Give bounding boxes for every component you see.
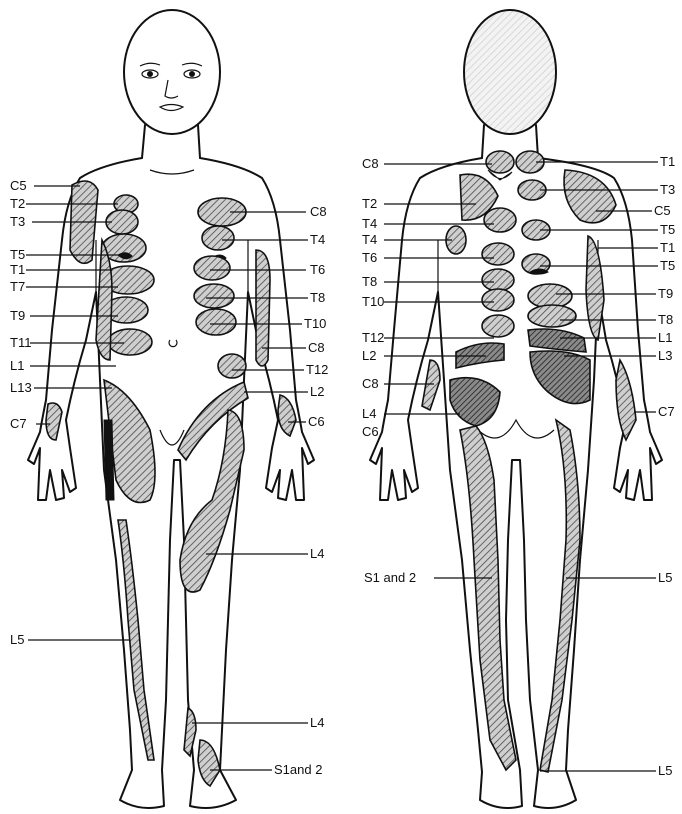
label-l5b: L5 [658, 763, 672, 778]
label-t3: T3 [10, 214, 25, 229]
zone-s1and2 [460, 426, 516, 770]
label-s1and2: S1 and 2 [364, 570, 416, 585]
label-t11: T11 [10, 335, 31, 350]
label-l4: L4 [310, 546, 324, 561]
zone-l4b [184, 708, 196, 756]
label-s1and2: S1and 2 [274, 762, 322, 777]
zone-c5 [564, 170, 616, 223]
label-t7: T7 [10, 279, 25, 294]
zone-t8 [482, 269, 514, 291]
label-l4b: L4 [310, 715, 324, 730]
label-l4: L4 [362, 406, 376, 421]
label-t4: T4 [362, 216, 377, 231]
zone-t6 [194, 256, 230, 280]
label-t8: T8 [310, 290, 325, 305]
label-t10: T10 [362, 294, 384, 309]
label-t4b: T4 [362, 232, 377, 247]
front-labels-left: C5 T2 T3 T5 T1 T7 T9 T11 L1 L13 C7 L5 [10, 178, 32, 647]
label-t6: T6 [310, 262, 325, 277]
label-t2: T2 [362, 196, 377, 211]
front-labels-right: C8 T4 T6 T8 T10 C8 T12 L2 C6 L4 L4 S1and… [274, 204, 328, 777]
zone-c8b [422, 360, 440, 410]
label-t5b: T5 [660, 258, 675, 273]
zone-t8 [194, 284, 234, 308]
label-t5: T5 [660, 222, 675, 237]
zone-c7 [46, 403, 62, 440]
label-t12: T12 [362, 330, 384, 345]
front-head [124, 10, 220, 134]
label-t12: T12 [306, 362, 328, 377]
label-t4: T4 [310, 232, 325, 247]
label-t3: T3 [660, 182, 675, 197]
label-c5: C5 [654, 203, 671, 218]
zone-t11 [108, 329, 152, 355]
back-body-outline [370, 158, 662, 808]
zone-t4 [202, 226, 234, 250]
label-l1: L1 [658, 330, 672, 345]
zone-t10 [482, 289, 514, 311]
zone-l1 [528, 329, 586, 352]
label-c7: C7 [658, 404, 675, 419]
label-t1: T1 [10, 262, 25, 277]
label-l5: L5 [658, 570, 672, 585]
zone-l5 [540, 420, 580, 772]
front-face [140, 63, 202, 110]
label-t9: T9 [658, 286, 673, 301]
zone-l4 [450, 378, 500, 426]
back-figure [370, 10, 662, 808]
label-l13: L13 [10, 380, 32, 395]
zone-t10 [196, 309, 236, 335]
label-t8: T8 [658, 312, 673, 327]
label-t1: T1 [660, 154, 675, 169]
label-c8b: C8 [308, 340, 325, 355]
zone-t12 [218, 354, 246, 378]
label-t5: T5 [10, 247, 25, 262]
label-c8: C8 [310, 204, 327, 219]
label-t6: T6 [362, 250, 377, 265]
label-t9: T9 [10, 308, 25, 323]
back-labels-left: C8 T2 T4 T4 T6 T8 T10 T12 L2 C8 L4 C6 S1… [362, 156, 416, 585]
label-t2: T2 [10, 196, 25, 211]
front-shaded-zones [46, 181, 296, 786]
label-t1b: T1 [660, 240, 675, 255]
zone-t1b [586, 236, 604, 340]
label-c6: C6 [308, 414, 325, 429]
label-c5: C5 [10, 178, 27, 193]
label-t8: T8 [362, 274, 377, 289]
zone-s1and2 [198, 740, 220, 786]
zone-c7 [616, 360, 636, 440]
label-t10: T10 [304, 316, 326, 331]
label-l3: L3 [658, 348, 672, 363]
zone-l3 [530, 351, 590, 404]
back-head [464, 10, 556, 134]
label-l2: L2 [362, 348, 376, 363]
zone-t8b [528, 305, 576, 327]
front-figure [28, 10, 314, 808]
label-c6: C6 [362, 424, 379, 439]
zone-t12 [482, 315, 514, 337]
zone-t6 [482, 243, 514, 265]
label-c8: C8 [362, 156, 379, 171]
zone-t4 [484, 208, 516, 232]
label-l2: L2 [310, 384, 324, 399]
zone-c8 [486, 151, 514, 173]
zone-c6 [278, 395, 296, 436]
label-c7: C7 [10, 416, 27, 431]
label-l5: L5 [10, 632, 24, 647]
label-l1: L1 [10, 358, 24, 373]
label-c8b: C8 [362, 376, 379, 391]
